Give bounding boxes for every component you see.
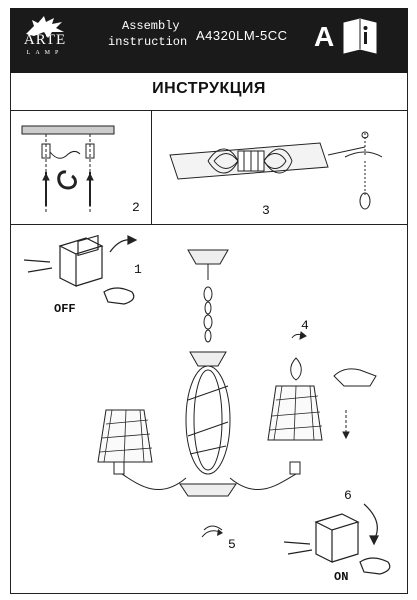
divider-top <box>10 110 408 111</box>
divider-middle <box>10 224 408 225</box>
brand-name: ARTE <box>23 32 67 48</box>
header-bar <box>10 8 408 73</box>
model-number: A4320LM-5CC <box>196 28 288 43</box>
step-2-number: 2 <box>132 200 140 215</box>
rotate-arrow-icon <box>201 529 223 538</box>
assembly-line-2: instruction <box>108 35 188 49</box>
griffin-logo-icon <box>26 16 64 38</box>
page-title: ИНСТРУКЦИЯ <box>152 80 266 97</box>
step-1-number: 1 <box>134 262 142 277</box>
info-book-icon <box>343 18 377 54</box>
switch-box-on-diagram <box>283 503 391 575</box>
step-3-number: 3 <box>262 203 270 218</box>
chandelier-diagram <box>97 249 350 531</box>
assembly-instruction-label: Assembly instruction <box>108 18 187 50</box>
assembly-line-1: Assembly <box>122 19 180 33</box>
canopy-wiring-diagram <box>169 131 383 210</box>
switch-off-label: OFF <box>54 302 76 316</box>
switch-box-off-diagram <box>23 234 138 305</box>
ceiling-hook-diagram <box>21 125 115 214</box>
step-5-number: 5 <box>228 537 236 552</box>
switch-on-label: ON <box>334 570 349 584</box>
hand-right-icon <box>333 368 377 387</box>
divider-vertical <box>151 110 152 224</box>
step-6-number: 6 <box>344 488 352 503</box>
step-4-number: 4 <box>301 318 309 333</box>
brand-subtitle: LAMP <box>26 50 64 56</box>
language-letter: A <box>314 21 335 52</box>
